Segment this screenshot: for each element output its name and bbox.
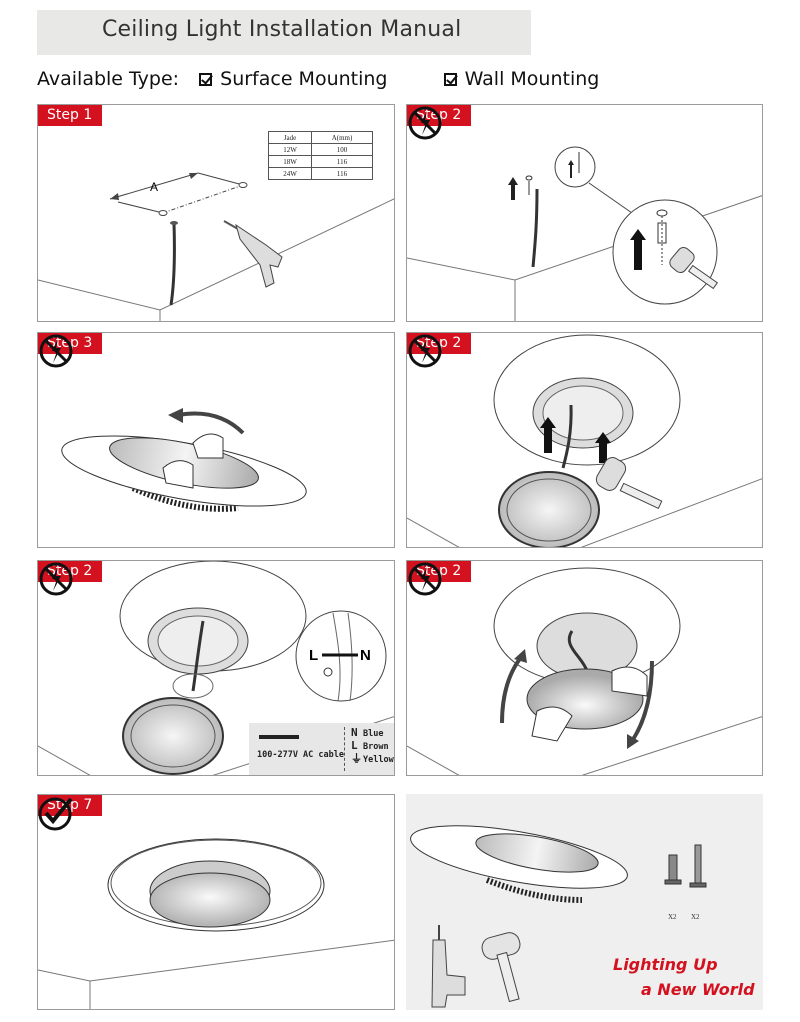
table-cell: 116 (311, 155, 373, 168)
hammer-icon (595, 457, 663, 510)
check-icon (38, 797, 73, 831)
available-type-label: Available Type: (37, 68, 180, 90)
table-cell: 18W (268, 155, 312, 168)
step-badge: Step 1 (38, 105, 103, 126)
hammer-icon (481, 932, 521, 1003)
step4-illustration (407, 334, 762, 547)
table-header-row: Jade A(mm) (268, 131, 373, 144)
table-header: Jade (268, 131, 312, 144)
slogan-line-1: Lighting Up (613, 955, 718, 974)
screw-icon (689, 844, 707, 888)
surface-mounting-checkbox-icon (199, 73, 213, 86)
table-cell: 12W (268, 143, 312, 156)
spec-table: Jade A(mm) 12W 100 18W 116 24W 116 (268, 131, 373, 180)
step2-illustration (407, 146, 762, 321)
wall-mounting-label: Wall Mounting (464, 68, 600, 90)
screw-quantity: X2 (691, 913, 700, 921)
surface-mounting-label: Surface Mounting (220, 68, 388, 90)
drill-icon (431, 925, 466, 1008)
ground-icon (323, 667, 333, 677)
step7-illustration (38, 838, 394, 1009)
table-cell: 116 (311, 167, 373, 180)
wall-anchor-icon (664, 854, 682, 885)
step1-illustration: A (38, 172, 394, 321)
drill-icon (223, 220, 283, 288)
hammer-icon (669, 246, 718, 290)
table-row: 12W 100 (268, 143, 373, 156)
anchor-quantity: X2 (668, 913, 677, 921)
cable-icon (259, 735, 299, 739)
legend-row: ⏚Yellow (351, 752, 394, 765)
step-panel-6: Step 2 (406, 560, 763, 776)
neutral-label: N (360, 647, 371, 664)
step-panel-3: Step 3 (37, 332, 395, 548)
no-power-icon (408, 106, 442, 140)
step-panel-2: Step 2 (406, 104, 763, 322)
table-header: A(mm) (311, 131, 373, 144)
no-power-icon (408, 562, 442, 596)
page-title: Ceiling Light Installation Manual (102, 17, 462, 42)
wall-mounting-checkbox-icon (443, 73, 457, 86)
step3-illustration (61, 408, 307, 512)
accessories-illustration (410, 825, 707, 1008)
step-panel-1: Step 1 Jade A(mm) 12W 100 18W 116 24W 11… (37, 104, 395, 322)
available-types: Available Type: Surface Mounting Wall Mo… (37, 68, 599, 90)
slogan-line-2: a New World (641, 980, 755, 999)
step6-illustration (407, 567, 762, 775)
table-row: 18W 116 (268, 155, 373, 168)
table-cell: 100 (311, 143, 373, 156)
accessories-panel: X2 X2 Lighting Up a New World (406, 794, 763, 1010)
table-row: 24W 116 (268, 167, 373, 180)
no-power-icon (408, 334, 442, 368)
no-power-icon (39, 562, 73, 596)
step-panel-4: Step 2 (406, 332, 763, 548)
live-label: L (309, 647, 318, 664)
table-cell: 24W (268, 167, 312, 180)
step5-illustration: L N (38, 561, 394, 775)
dimension-label: A (150, 180, 158, 194)
cable-label: 100-277V AC cable (257, 750, 344, 760)
step-panel-7: Step 7 (37, 794, 395, 1010)
no-power-icon (39, 334, 73, 368)
title-bar: Ceiling Light Installation Manual (37, 10, 531, 55)
